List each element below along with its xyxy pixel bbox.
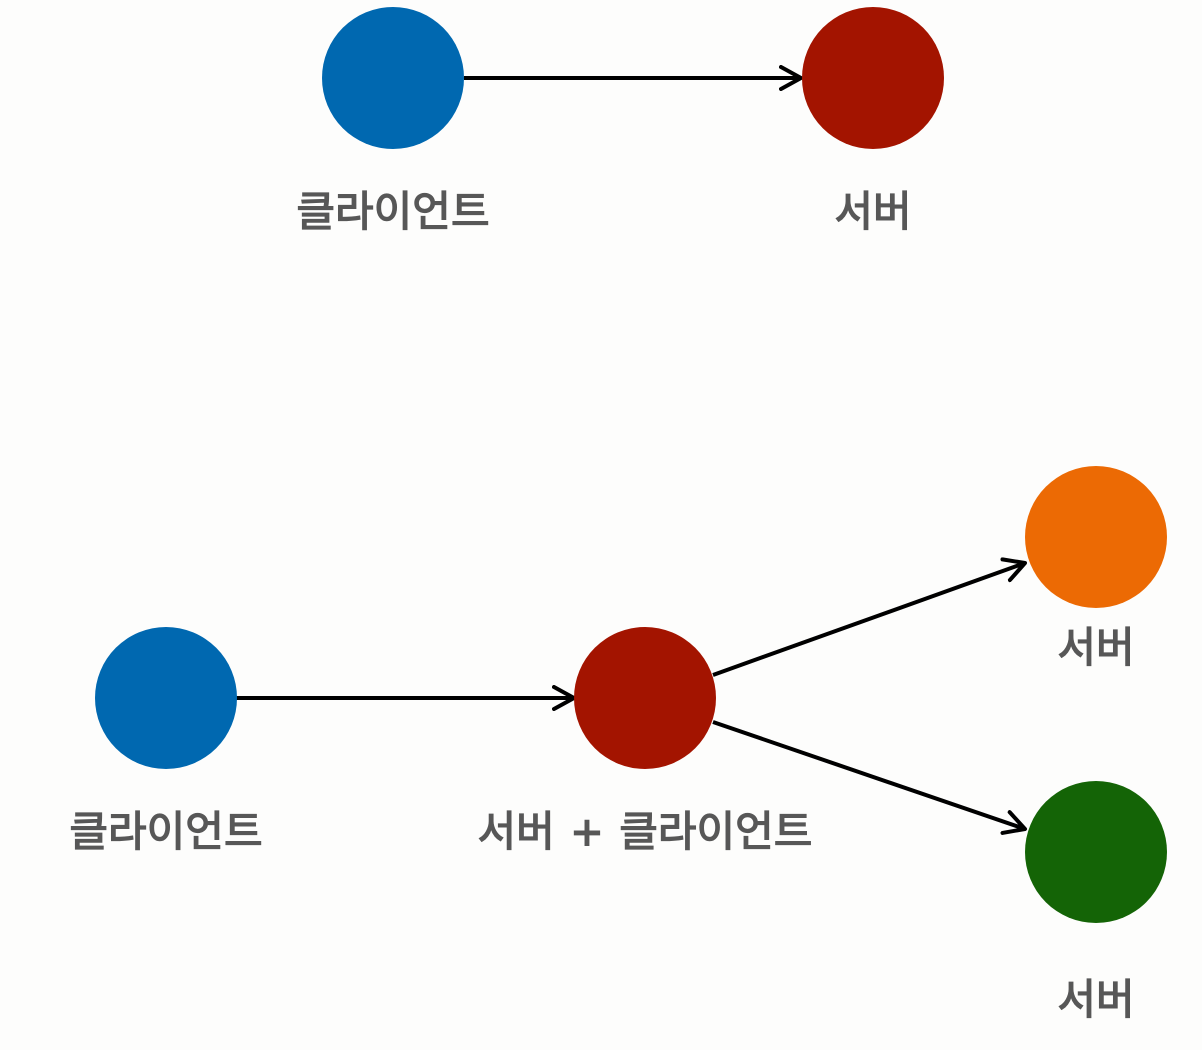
top-client-label: 클라이언트 bbox=[296, 187, 489, 236]
proxy-label: 서버 + 클라이언트 bbox=[478, 807, 813, 856]
proxy-node bbox=[574, 627, 716, 769]
top-server-node bbox=[802, 7, 944, 149]
proxy-to-bottom-server-arrow bbox=[712, 720, 1027, 835]
proxy-to-top-server-arrow bbox=[712, 557, 1027, 677]
bottom-right-server-label: 서버 bbox=[1057, 975, 1134, 1024]
top-diagram: 클라이언트 서버 bbox=[296, 7, 944, 236]
bottom-right-server-node bbox=[1025, 781, 1167, 923]
top-server-label: 서버 bbox=[834, 187, 911, 236]
bottom-client-node bbox=[95, 627, 237, 769]
top-client-node bbox=[322, 7, 464, 149]
bottom-client-label: 클라이언트 bbox=[69, 807, 262, 856]
top-right-server-label: 서버 bbox=[1057, 623, 1134, 672]
bottom-diagram: 클라이언트 서버 + 클라이언트 서버 서버 bbox=[69, 466, 1167, 1024]
top-right-server-node bbox=[1025, 466, 1167, 608]
